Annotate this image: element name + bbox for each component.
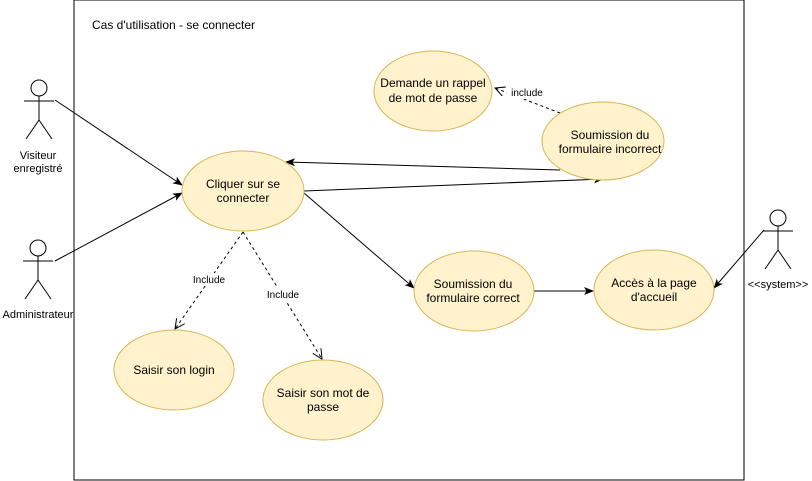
assoc-admin-cliquer	[54, 192, 183, 262]
actor-head-icon	[29, 239, 47, 257]
actor-visiteur: Visiteur enregistré	[14, 79, 63, 175]
use-case-accueil: Accès à la page d'accueil	[593, 249, 715, 331]
assoc-cliquer-incorrect	[303, 175, 604, 192]
assoc-system-accueil	[713, 229, 765, 289]
assoc-incorrect-cliquer	[285, 158, 561, 171]
use-case-login: Saisir son login	[113, 329, 235, 411]
actor-head-icon	[769, 209, 787, 227]
svg-text:<<system>>: <<system>>	[748, 279, 809, 291]
svg-text:Soumission du: Soumission du	[571, 128, 650, 142]
svg-text:enregistré: enregistré	[14, 163, 63, 175]
svg-text:Saisir son mot de: Saisir son mot de	[277, 386, 370, 400]
svg-text:formulaire incorrect: formulaire incorrect	[559, 142, 662, 156]
svg-text:Accès à la page: Accès à la page	[611, 276, 697, 290]
svg-text:Saisir son login: Saisir son login	[133, 363, 214, 377]
svg-text:Administrateur: Administrateur	[3, 309, 74, 321]
svg-text:de mot de passe: de mot de passe	[389, 91, 478, 105]
actor-head-icon	[30, 79, 48, 97]
use-case-cliquer: Cliquer sur se connecter	[181, 150, 305, 232]
actor-system: <<system>>	[748, 209, 809, 291]
use-case-mdp: Saisir son mot de passe	[262, 359, 384, 441]
assoc-cliquer-correct	[303, 192, 415, 289]
include-label-mdp: Include	[267, 290, 300, 301]
svg-text:formulaire correct: formulaire correct	[426, 291, 520, 305]
include-label-login: Include	[193, 275, 226, 286]
svg-text:Visiteur: Visiteur	[20, 150, 57, 162]
svg-text:Demande un rappel: Demande un rappel	[380, 76, 485, 90]
svg-text:d'accueil: d'accueil	[631, 290, 677, 304]
svg-text:connecter: connecter	[217, 191, 270, 205]
include-label-rappel: include	[511, 88, 543, 99]
actor-administrateur: Administrateur	[3, 239, 74, 321]
assoc-visiteur-cliquer	[54, 99, 183, 186]
use-case-incorrect: Soumission du formulaire incorrect	[541, 101, 665, 181]
svg-text:Soumission du: Soumission du	[434, 277, 513, 291]
use-case-rappel: Demande un rappel de mot de passe	[373, 50, 493, 132]
diagram-title: Cas d'utilisation - se connecter	[92, 18, 255, 32]
svg-text:Cliquer sur se: Cliquer sur se	[206, 177, 280, 191]
svg-text:passe: passe	[307, 400, 339, 414]
use-case-correct: Soumission du formulaire correct	[413, 250, 535, 332]
include-cliquer-login	[175, 231, 244, 329]
